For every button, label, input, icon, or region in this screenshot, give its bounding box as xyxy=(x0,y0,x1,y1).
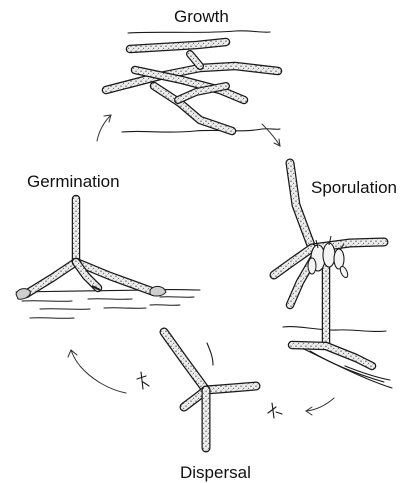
dispersal-illustration xyxy=(137,332,256,448)
arrow-dispersal-to-germination xyxy=(71,350,126,393)
arrow-germination-to-growth xyxy=(97,115,111,141)
dispersed-hypha-fragment xyxy=(207,343,213,365)
dispersed-spore-left xyxy=(137,372,149,389)
germination-hyphae xyxy=(26,199,154,294)
arrow-sporulation-to-dispersal xyxy=(306,398,334,411)
sporulation-substrate-line xyxy=(283,327,386,332)
growth-lower-substrate-line xyxy=(122,129,280,132)
growth-illustration xyxy=(97,31,280,146)
growth-upper-substrate-line xyxy=(128,31,270,33)
germination-illustration xyxy=(16,199,200,393)
dispersal-label: Dispersal xyxy=(180,464,251,481)
sporulation-label: Sporulation xyxy=(311,179,397,196)
growth-label: Growth xyxy=(174,8,229,25)
germination-substrate-line xyxy=(16,290,200,292)
arrow-growth-to-sporulation xyxy=(262,124,280,146)
dispersed-spore-right xyxy=(268,403,282,418)
germination-label: Germination xyxy=(27,173,120,190)
sporulation-illustration xyxy=(268,163,392,418)
growth-hyphae xyxy=(106,42,278,131)
